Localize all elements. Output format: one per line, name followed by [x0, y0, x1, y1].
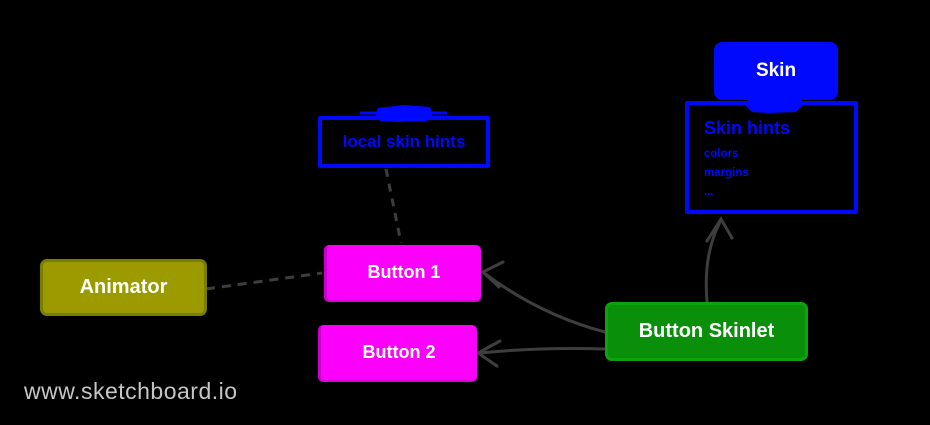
connector-animator-button1[interactable] — [205, 271, 323, 291]
node-button-skinlet-label: Button Skinlet — [638, 320, 775, 342]
skin-hint-item: ... — [704, 186, 714, 198]
connector-localhints-button1[interactable] — [384, 168, 403, 244]
node-button-2[interactable]: Button 2 — [318, 325, 477, 382]
node-button-skinlet[interactable]: Button Skinlet — [605, 302, 808, 361]
connector-skinlet-skinhints[interactable] — [704, 216, 734, 303]
arrowhead — [475, 339, 502, 368]
node-local-skin-hints-label: local skin hints — [342, 132, 466, 151]
connector-skinlet-button1[interactable] — [480, 260, 607, 334]
node-button-1[interactable]: Button 1 — [324, 245, 481, 302]
arrowhead — [480, 260, 505, 289]
node-button-2-label: Button 2 — [362, 342, 436, 362]
node-skin-hints-title: Skin hints — [704, 118, 791, 138]
node-animator-label: Animator — [79, 276, 168, 298]
watermark: www.sketchboard.io — [24, 378, 238, 404]
arrowhead — [705, 216, 734, 243]
skin-hint-item: colors — [704, 148, 739, 160]
node-skin-hints[interactable]: Skin hints colors margins ... — [685, 101, 858, 214]
node-skin[interactable]: Skin — [714, 42, 838, 100]
node-animator[interactable]: Animator — [40, 259, 207, 316]
skin-hint-item: margins — [704, 167, 749, 179]
node-local-skin-hints[interactable]: local skin hints — [318, 116, 490, 168]
node-button-1-label: Button 1 — [367, 262, 441, 282]
node-skin-label: Skin — [755, 60, 797, 81]
connector-skinlet-button2[interactable] — [475, 339, 607, 368]
